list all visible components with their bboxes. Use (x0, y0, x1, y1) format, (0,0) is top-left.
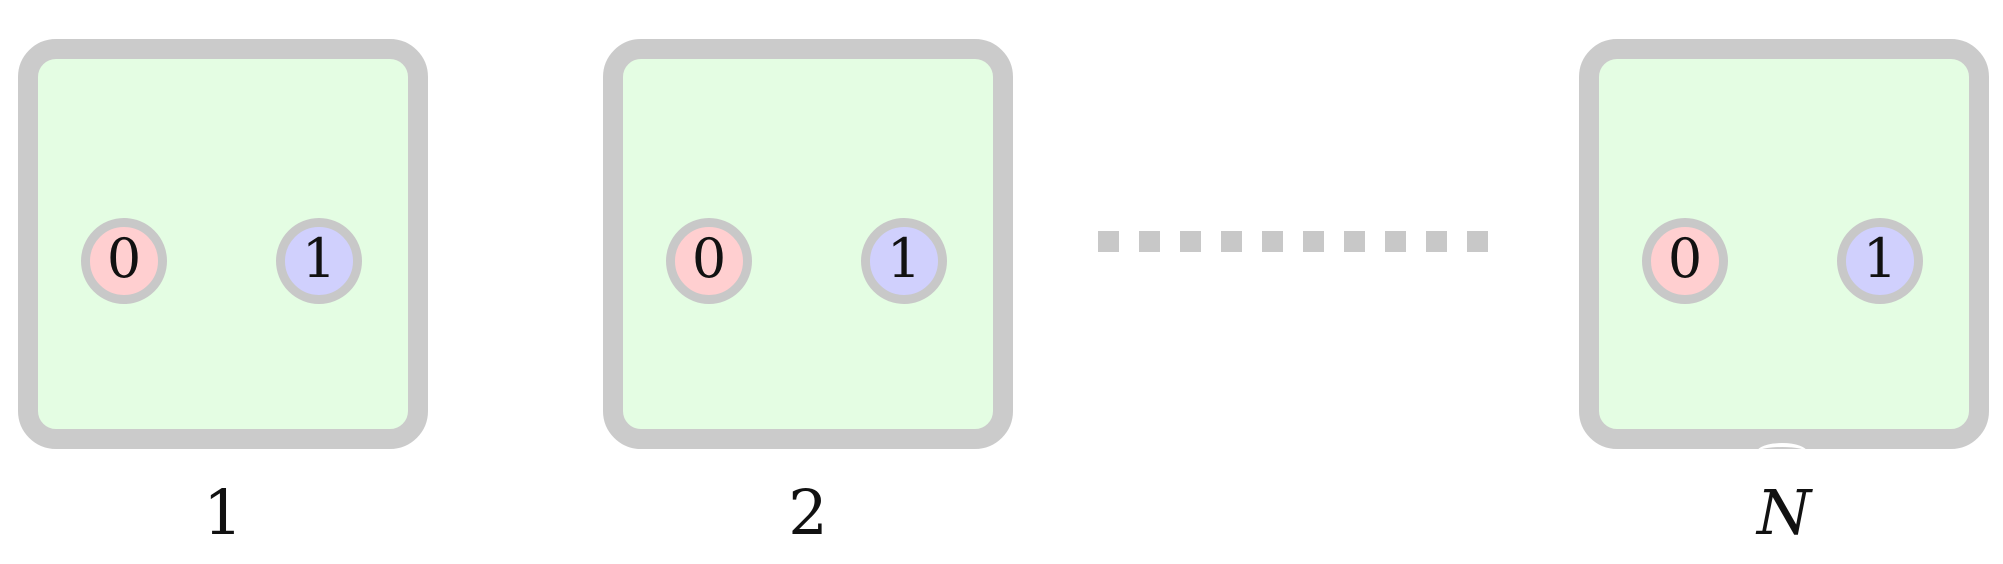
box-n-label: N (1756, 476, 1812, 549)
ellipsis (1098, 231, 1498, 255)
box-2-label: 2 (788, 476, 828, 549)
state-0-label: 0 (1667, 227, 1703, 290)
box-n-mark (1757, 443, 1807, 461)
box-1: 0 1 (18, 39, 428, 449)
box-n: 0 1 (1579, 39, 1989, 449)
ellipsis-dot (1344, 231, 1365, 252)
ellipsis-dot (1180, 231, 1201, 252)
ellipsis-dot (1385, 231, 1406, 252)
state-0-node: 0 (666, 218, 752, 304)
state-1-node: 1 (861, 218, 947, 304)
state-1-node: 1 (1837, 218, 1923, 304)
ellipsis-dot (1221, 231, 1242, 252)
state-0-node: 0 (81, 218, 167, 304)
ellipsis-dot (1098, 231, 1119, 252)
ellipsis-dot (1139, 231, 1160, 252)
state-1-label: 1 (1862, 227, 1898, 290)
state-0-label: 0 (106, 227, 142, 290)
ellipsis-dot (1426, 231, 1447, 252)
state-0-node: 0 (1642, 218, 1728, 304)
state-1-node: 1 (276, 218, 362, 304)
ellipsis-dot (1303, 231, 1324, 252)
state-0-label: 0 (691, 227, 727, 290)
box-1-label: 1 (203, 476, 243, 549)
state-1-label: 1 (886, 227, 922, 290)
box-2: 0 1 (603, 39, 1013, 449)
ellipsis-dot (1467, 231, 1488, 252)
ellipsis-dot (1262, 231, 1283, 252)
state-1-label: 1 (301, 227, 337, 290)
